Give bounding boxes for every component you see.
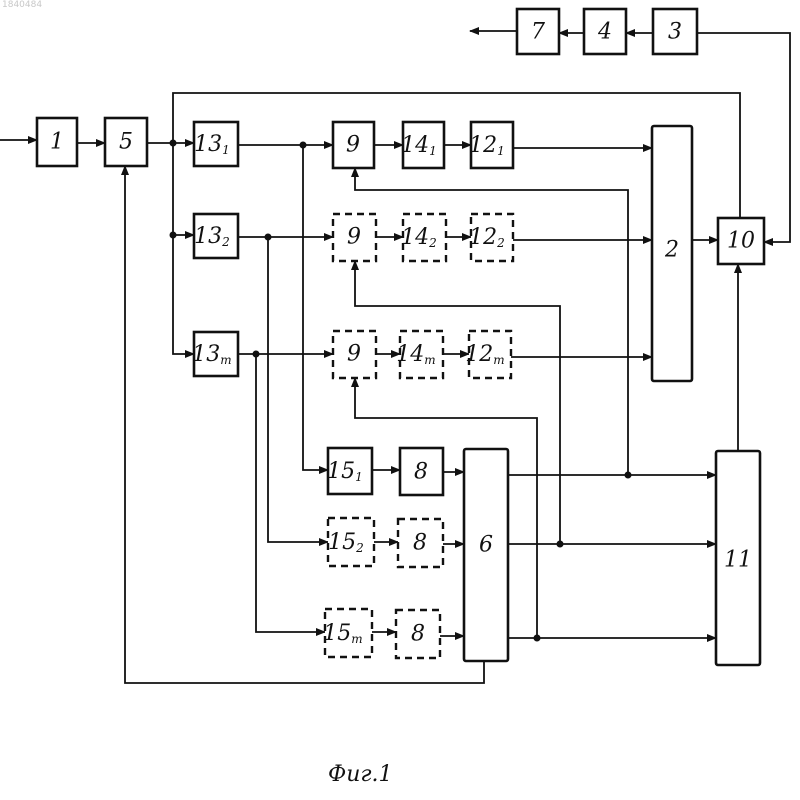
wire-bus-13-m <box>173 235 194 354</box>
block-subscript: 2 <box>496 236 505 250</box>
block-8-1: 8 <box>400 448 443 495</box>
wire-13-m-to-15-m <box>256 354 325 632</box>
block-subscript: 2 <box>221 235 230 249</box>
block-label: 5 <box>119 130 133 155</box>
block-label: 12 <box>469 225 497 250</box>
block-subscript: 2 <box>428 236 437 250</box>
block-subscript: 1 <box>429 144 437 158</box>
wire-feedback-9-m <box>355 378 537 638</box>
block-subscript: 1 <box>222 143 230 157</box>
block-label: 13 <box>192 342 220 367</box>
block-15-m: 15m <box>323 609 372 657</box>
block-2: 2 <box>652 126 692 381</box>
block-subscript: 2 <box>355 541 364 555</box>
block-8-m: 8 <box>396 610 440 658</box>
block-15-2: 152 <box>328 518 374 566</box>
block-label: 8 <box>411 622 425 647</box>
block-label: 9 <box>347 225 361 250</box>
junction-dot <box>557 541 564 548</box>
block-14-m: 14m <box>396 331 443 378</box>
block-1: 1 <box>37 118 77 166</box>
junction-dot <box>265 234 272 241</box>
block-subscript: 1 <box>355 470 363 484</box>
block-label: 14 <box>401 225 429 250</box>
block-label: 14 <box>401 133 429 158</box>
block-9-2: 9 <box>333 214 376 261</box>
block-label: 15 <box>323 621 351 646</box>
block-subscript: m <box>493 353 504 367</box>
junction-dot <box>534 635 541 642</box>
junction-dot <box>170 232 177 239</box>
junction-dot <box>170 140 177 147</box>
junction-dot <box>300 142 307 149</box>
block-6: 6 <box>464 449 508 661</box>
block-subscript: m <box>220 353 231 367</box>
wire-feedback-9-2 <box>355 261 560 544</box>
block-3: 3 <box>653 9 697 54</box>
block-7: 7 <box>517 9 559 54</box>
block-label: 13 <box>194 132 222 157</box>
block-label: 13 <box>194 224 222 249</box>
block-14-1: 141 <box>401 122 444 168</box>
junction-dot <box>625 472 632 479</box>
block-9-m: 9 <box>333 331 376 378</box>
wire-13-1-to-15-1 <box>303 145 328 470</box>
figure-caption: Фиг.1 <box>328 762 393 787</box>
block-label: 6 <box>479 533 493 558</box>
block-label: 15 <box>327 459 355 484</box>
block-9-1: 9 <box>333 122 374 168</box>
block-label: 10 <box>727 229 755 254</box>
block-subscript: m <box>424 353 435 367</box>
block-4: 4 <box>584 9 626 54</box>
block-label: 9 <box>346 133 360 158</box>
block-label: 7 <box>531 20 545 45</box>
block-subscript: 1 <box>497 144 505 158</box>
block-label: 9 <box>347 342 361 367</box>
block-label: 2 <box>664 238 679 263</box>
block-15-1: 151 <box>327 448 372 494</box>
block-13-m: 13m <box>192 332 238 376</box>
block-5: 5 <box>105 118 147 166</box>
block-13-2: 132 <box>194 214 238 258</box>
block-label: 1 <box>50 130 64 155</box>
block-14-2: 142 <box>401 214 446 261</box>
block-12-1: 121 <box>469 122 513 168</box>
block-11: 11 <box>716 451 760 665</box>
block-label: 8 <box>414 460 428 485</box>
junction-dot <box>253 351 260 358</box>
block-label: 4 <box>597 20 612 45</box>
block-label: 15 <box>328 530 356 555</box>
block-12-2: 122 <box>469 214 513 261</box>
block-10: 10 <box>718 218 764 264</box>
block-label: 12 <box>465 342 493 367</box>
block-8-2: 8 <box>398 519 443 567</box>
block-label: 12 <box>469 133 497 158</box>
block-label: 3 <box>668 20 682 45</box>
block-subscript: m <box>351 632 362 646</box>
wire-3-to-10 <box>697 33 790 242</box>
wire-bus-13 <box>173 143 194 235</box>
block-13-1: 131 <box>194 122 238 166</box>
block-label: 11 <box>724 548 752 573</box>
block-label: 14 <box>396 342 424 367</box>
block-12-m: 12m <box>465 331 511 378</box>
wire-13-2-to-15-2 <box>268 237 328 542</box>
block-label: 8 <box>413 531 427 556</box>
